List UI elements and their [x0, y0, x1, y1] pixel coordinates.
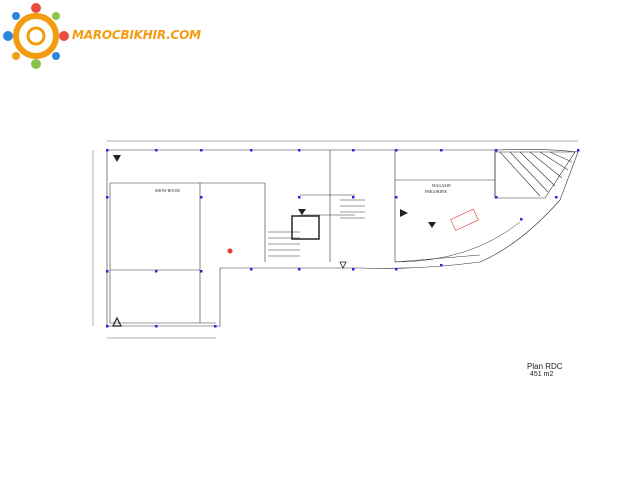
section-markers [112, 155, 436, 327]
plan-area: 451 m2 [530, 371, 554, 378]
plan-outline [92, 140, 579, 339]
room-label-magasin: MAGASIN [432, 183, 451, 188]
marocbikhir-logo-icon [3, 3, 69, 69]
room-label-show-room: SHOW ROOM [155, 188, 180, 193]
room-label-magasin-sub: FRIGORIFIE [425, 189, 448, 194]
plan-title: Plan RDC [527, 362, 563, 371]
structural-columns [106, 149, 580, 328]
logo-text: MAROCBIKHIR.COM [72, 28, 201, 42]
